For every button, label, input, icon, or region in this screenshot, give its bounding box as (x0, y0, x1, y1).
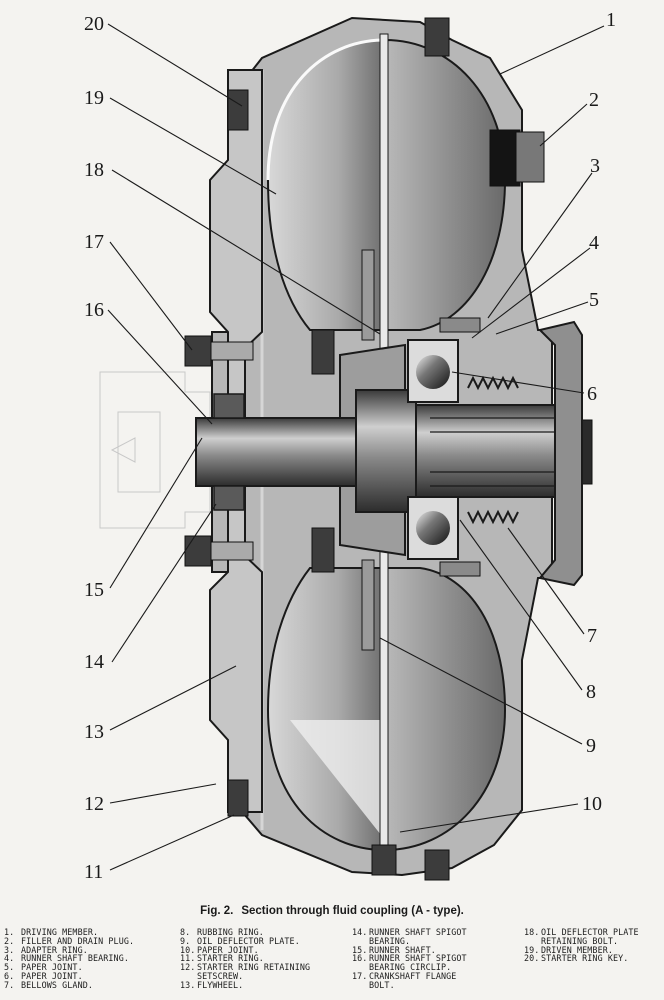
runner-shaft-bearings (407, 339, 459, 560)
callout-4: 4 (589, 232, 599, 254)
callout-18: 18 (84, 159, 104, 181)
parts-legend: 1.Driving member. 2.Filler and drain plu… (4, 928, 664, 998)
callout-11: 11 (84, 861, 103, 883)
driven-member-flange (538, 320, 583, 587)
legend-item: bearing circlip. (369, 962, 452, 973)
legend-item: retaining bolt. (541, 935, 619, 946)
callout-19: 19 (84, 87, 104, 109)
legend-column-3: 14.Runner shaft spigot bearing. 15.Runne… (352, 928, 467, 990)
legend-item: 1.Driving member. (4, 927, 99, 937)
callout-2: 2 (589, 89, 599, 111)
legend-column-2: 8.Rubbing ring. 9.Oil deflector plate. 1… (180, 928, 310, 990)
legend-item: 18.Oil deflector plate (524, 927, 639, 937)
callout-6: 6 (587, 383, 597, 405)
callout-9: 9 (586, 735, 596, 757)
legend-column-4: 18.Oil deflector plate retaining bolt. 1… (524, 928, 639, 963)
spigot-bearings (213, 393, 245, 511)
fluid-coupling-section-drawing: 1 2 3 4 5 6 7 8 9 10 11 12 13 14 15 16 1… (84, 9, 616, 883)
legend-item: 13.Flywheel. (180, 979, 244, 990)
legend-item: 10.Paper joint. (180, 944, 259, 955)
figure-title: Section through fluid coupling (A - type… (241, 905, 464, 917)
leader-lines (107, 23, 605, 871)
legend-item: 2.Filler and drain plug. (4, 935, 135, 946)
callout-numbers: 1 2 3 4 5 6 7 8 9 10 11 12 13 14 15 16 1… (84, 9, 616, 883)
legend-item: 14.Runner shaft spigot (352, 927, 467, 937)
legend-item: 3.Adapter ring. (4, 944, 88, 955)
crankshaft-ghost-outline (99, 371, 211, 529)
callout-14: 14 (84, 651, 104, 673)
legend-item: 4.Runner shaft bearing. (4, 953, 129, 964)
legend-item: 20.Starter ring key. (524, 953, 629, 964)
figure-caption: Fig. 2. Section through fluid coupling (A… (0, 905, 664, 917)
callout-7: 7 (587, 625, 597, 647)
legend-item: 8.Rubbing ring. (180, 927, 264, 937)
legend-item: 11.Starter ring. (180, 953, 264, 964)
legend-column-1: 1.Driving member. 2.Filler and drain plu… (4, 928, 134, 990)
callout-8: 8 (586, 681, 596, 703)
legend-item: 6.Paper joint. (4, 970, 83, 981)
legend-item: 7.Bellows gland. (4, 979, 93, 990)
callout-15: 15 (84, 579, 104, 601)
callout-17: 17 (84, 231, 104, 253)
legend-item: 15.Runner shaft. (352, 944, 436, 955)
legend-item: 5.Paper joint. (4, 962, 83, 973)
lower-chamber (266, 567, 507, 852)
legend-item: 19.Driven member. (524, 944, 613, 955)
legend-item: 9.Oil deflector plate. (180, 935, 300, 946)
legend-item: bearing. (369, 935, 411, 946)
callout-13: 13 (84, 721, 104, 743)
legend-item: 12.Starter ring retaining (180, 962, 311, 973)
callout-5: 5 (589, 289, 599, 311)
callout-20: 20 (84, 13, 104, 35)
figure-label: Fig. 2. (200, 905, 234, 917)
callout-16: 16 (84, 299, 104, 321)
legend-item: 17.Crankshaft flange (352, 970, 457, 981)
callout-12: 12 (84, 793, 104, 815)
callout-3: 3 (590, 155, 600, 177)
legend-item: setscrew. (197, 970, 244, 981)
callout-10: 10 (582, 793, 602, 815)
legend-item: 16.Runner shaft spigot (352, 953, 467, 964)
callout-1: 1 (606, 9, 616, 31)
legend-item: bolt. (369, 979, 395, 990)
bolts (184, 17, 545, 881)
